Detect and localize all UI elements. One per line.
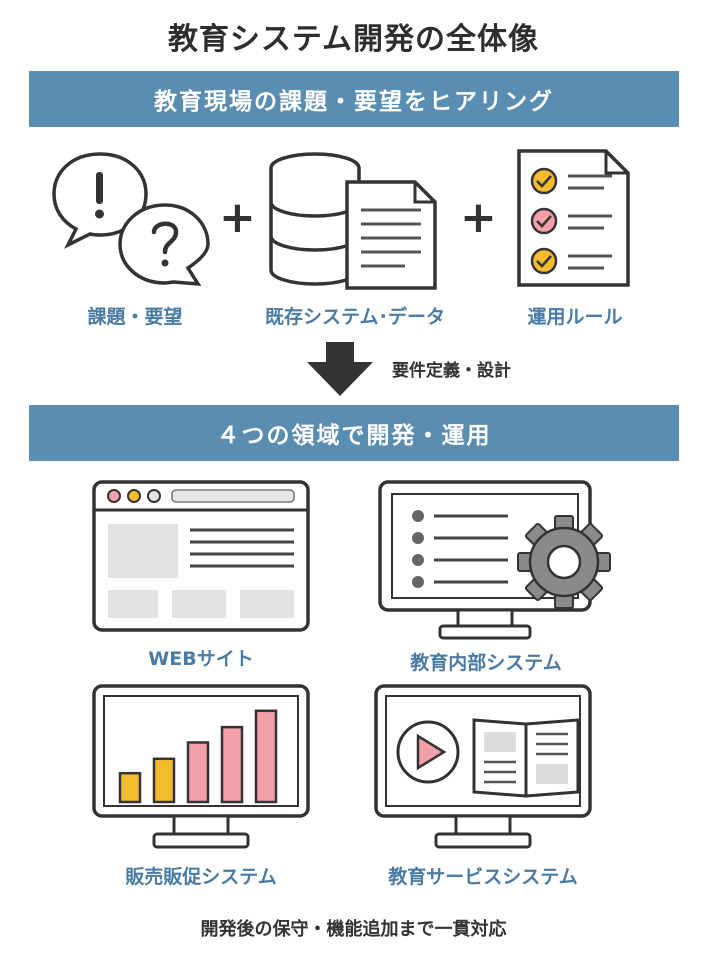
speech-bubbles-icon [52,152,210,287]
monitor-gear-icon [378,480,611,640]
plus-sign-2: + [460,192,497,243]
area-label-internal-system: 教育内部システム [410,652,562,674]
area-label-sales-system: 販売販促システム [125,866,277,888]
checklist-icon [517,149,630,287]
footer-note: 開発後の保守・機能追加まで一貫対応 [200,919,507,940]
section-hearing-heading: 教育現場の課題・要望をヒアリング [154,89,554,115]
hearing-label-existing-systems: 既存システム･データ [265,306,445,328]
browser-window-icon [92,480,310,632]
down-arrow-icon [307,342,373,396]
chart-bar [220,725,244,804]
plus-sign-1: + [219,192,256,243]
area-label-service-system: 教育サービスシステム [388,866,578,888]
section-development-banner: ４つの領域で開発・運用 [29,405,679,461]
hearing-label-rules: 運用ルール [527,306,623,328]
arrow-note: 要件定義・設計 [392,361,511,381]
area-label-website: WEBサイト [148,648,254,670]
chart-bar [118,771,142,804]
section-hearing-banner: 教育現場の課題・要望をヒアリング [29,71,679,127]
section-development-heading: ４つの領域で開発・運用 [216,423,492,449]
monitor-bar-chart-icon [92,684,310,849]
chart-bar [254,709,278,804]
chart-bar [152,757,176,804]
chart-bar [186,741,210,804]
database-icon [269,152,437,290]
monitor-video-book-icon [374,684,592,849]
page-title: 教育システム開発の全体像 [167,22,540,57]
hearing-label-issues: 課題・要望 [87,306,183,328]
